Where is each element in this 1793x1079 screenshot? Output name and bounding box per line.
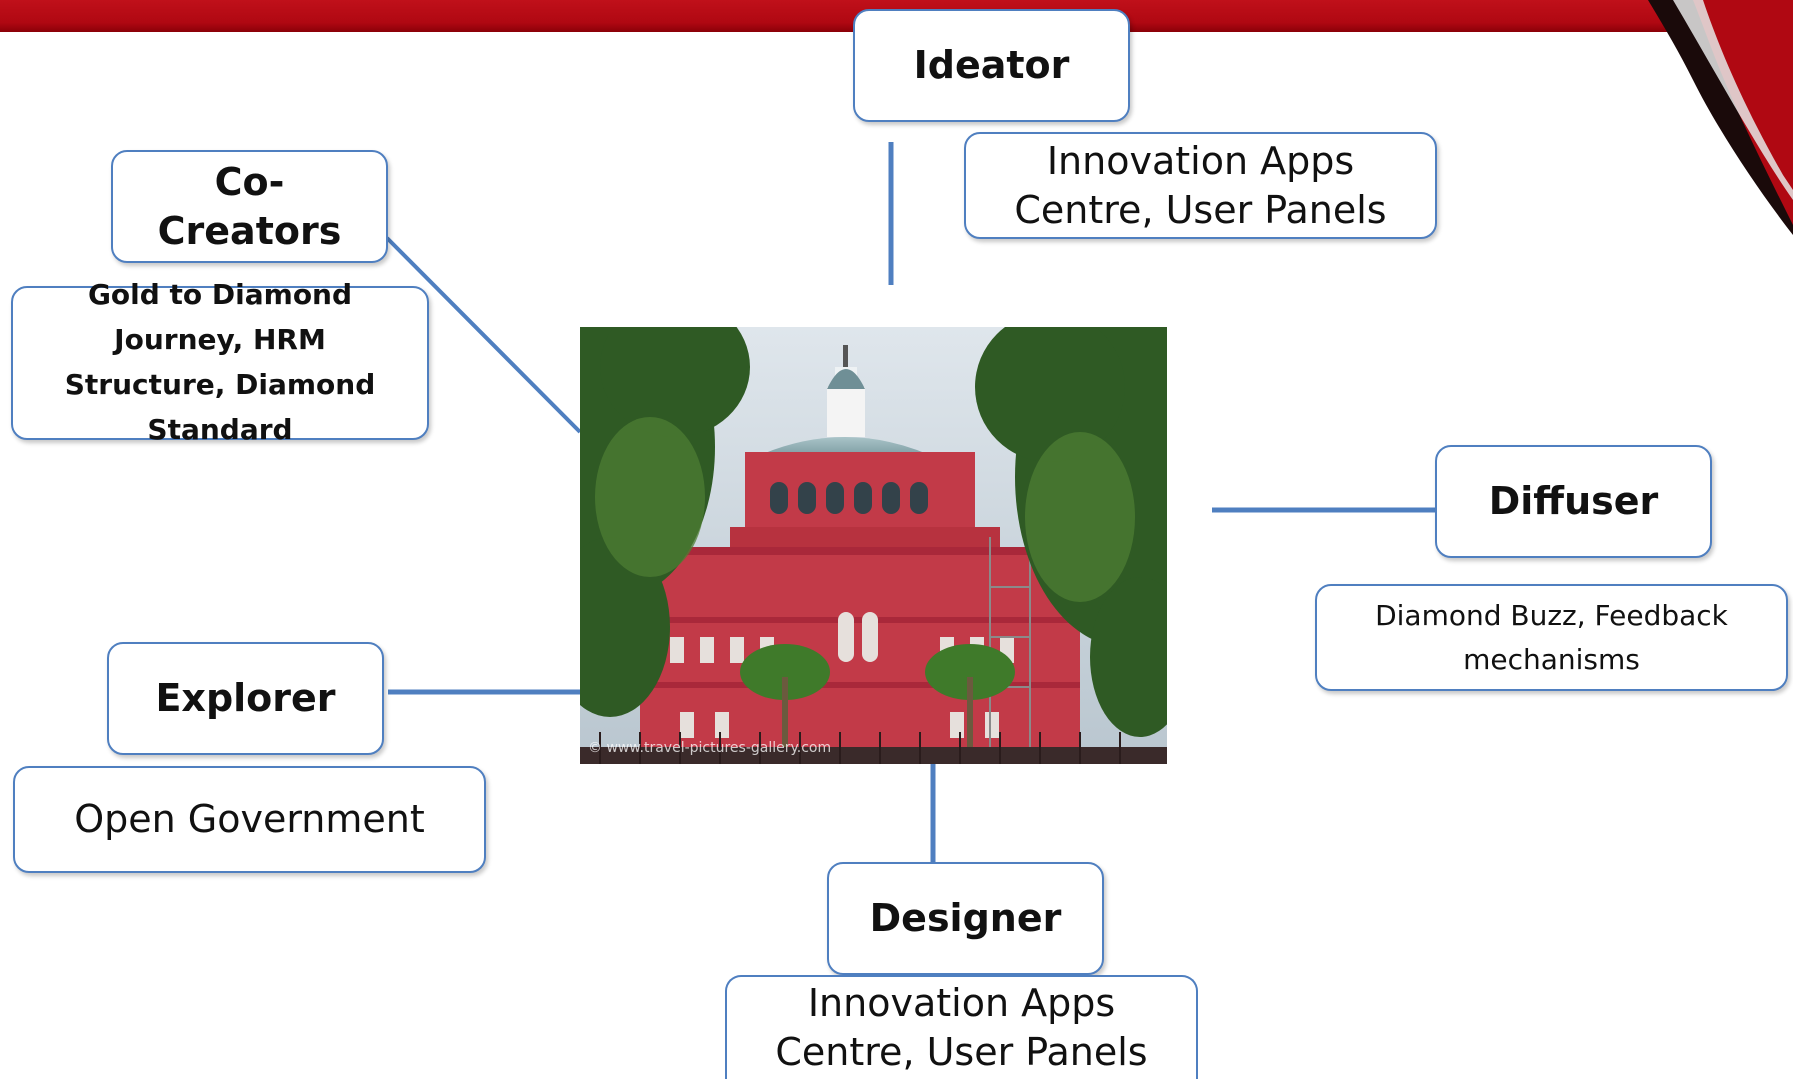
co-creators-description-box: Gold to Diamond Journey, HRM Structure, … xyxy=(11,278,429,446)
diffuser-node: Diffuser xyxy=(1435,445,1712,558)
ideator-label: Ideator xyxy=(913,43,1070,88)
designer-description-box: Innovation Apps Centre, User Panels xyxy=(725,975,1198,1079)
connector-co-creators xyxy=(385,236,582,434)
co-creators-description: Gold to Diamond Journey, HRM Structure, … xyxy=(64,278,376,446)
diffuser-description-box: Diamond Buzz, Feedback mechanisms xyxy=(1315,584,1788,691)
designer-description: Innovation Apps Centre, User Panels xyxy=(775,981,1148,1074)
ideator-node: Ideator xyxy=(853,9,1130,122)
explorer-description: Open Government xyxy=(74,797,425,842)
center-building-photo: © www.travel-pictures-gallery.com xyxy=(580,327,1167,764)
explorer-description-box: Open Government xyxy=(13,766,486,873)
designer-node: Designer xyxy=(827,862,1104,975)
co-creators-label: Co-Creators xyxy=(157,159,342,253)
explorer-label: Explorer xyxy=(155,676,336,721)
diffuser-label: Diffuser xyxy=(1488,479,1659,524)
ideator-description: Innovation Apps Centre, User Panels xyxy=(1014,138,1387,232)
corner-swoosh-decoration xyxy=(1648,0,1793,235)
photo-watermark: © www.travel-pictures-gallery.com xyxy=(588,740,832,756)
ideator-description-box: Innovation Apps Centre, User Panels xyxy=(964,132,1437,239)
diffuser-description: Diamond Buzz, Feedback mechanisms xyxy=(1375,599,1728,676)
designer-label: Designer xyxy=(869,896,1062,941)
co-creators-node: Co-Creators xyxy=(111,150,388,263)
explorer-node: Explorer xyxy=(107,642,384,755)
